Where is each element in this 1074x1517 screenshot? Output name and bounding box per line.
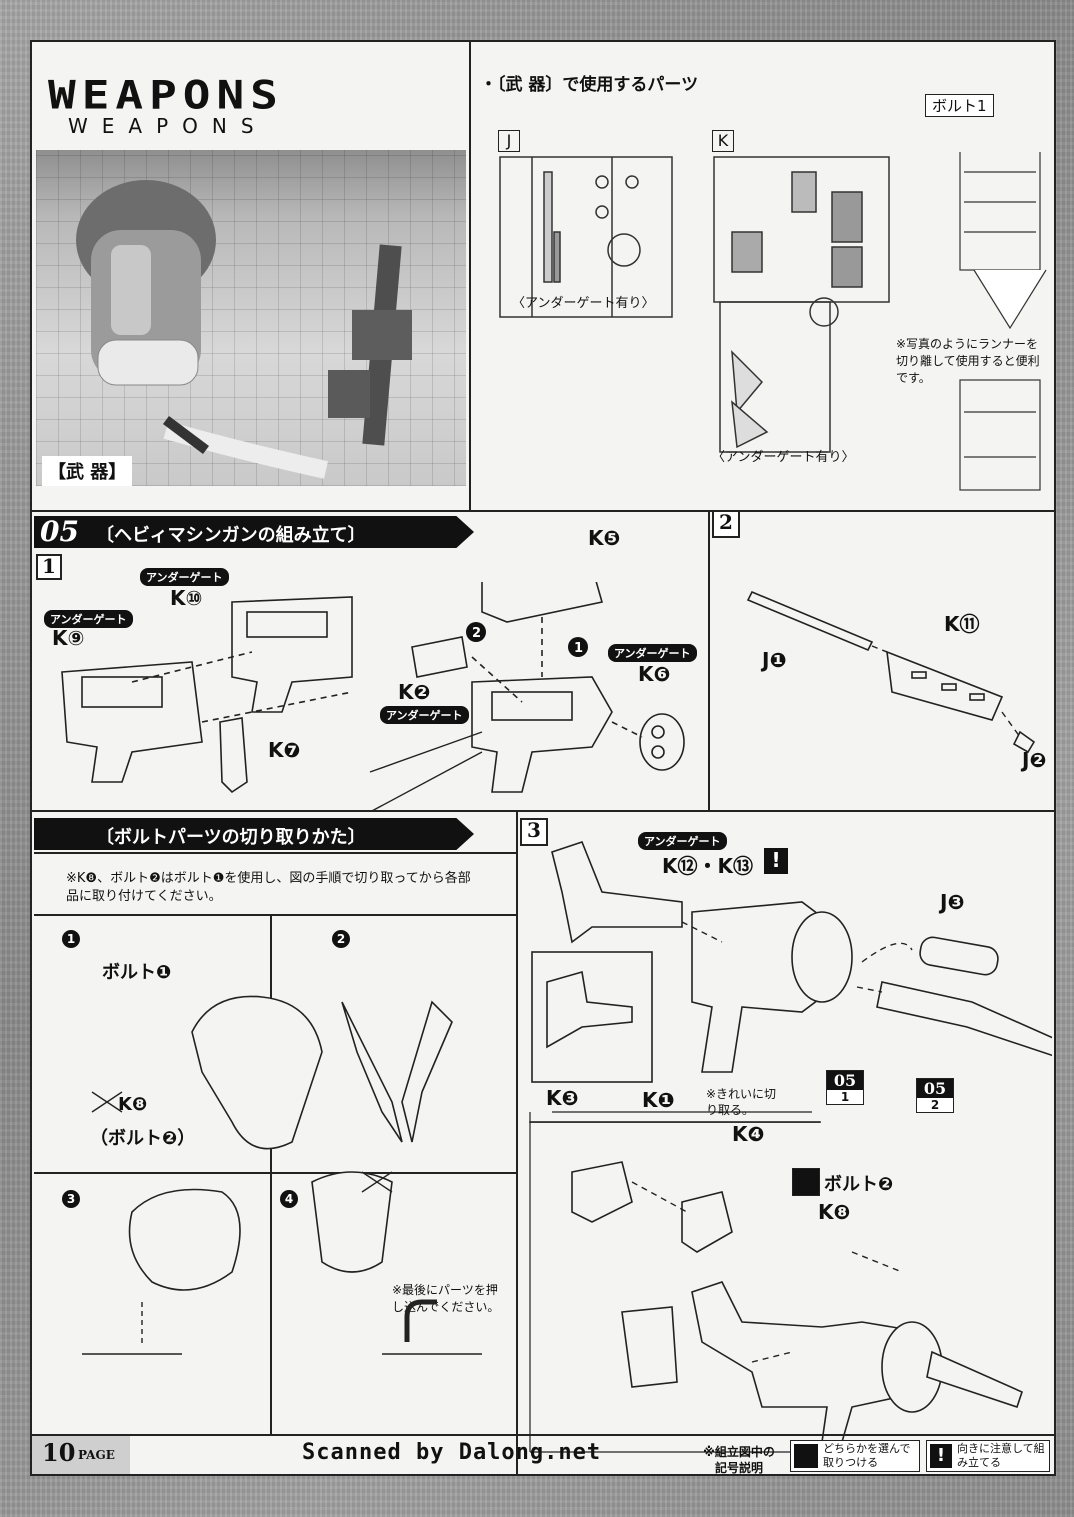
runner-k-frame xyxy=(713,156,890,453)
bolt-step-2: 2 xyxy=(332,929,350,948)
substep2-drawing xyxy=(746,590,1036,754)
weapons-photo: 【武 器】 xyxy=(36,150,466,486)
part-k1: K❶ xyxy=(642,1088,675,1112)
part-k7: K❼ xyxy=(268,738,301,762)
bolt-section-title: 〔ボルトパーツの切り取りかた〕 xyxy=(96,827,366,848)
runner-bolt-label: ボルト1 xyxy=(925,94,994,117)
legend-orientation: ! 向きに注意して組み立てる xyxy=(926,1440,1050,1472)
undergate-badge-k10: アンダーゲート xyxy=(140,568,229,586)
ref-05-1-top: 05 xyxy=(827,1071,863,1090)
step05-title: 〔ヘビィマシンガンの組み立て〕 xyxy=(96,525,366,546)
substep-1: 1 xyxy=(36,554,62,580)
substep-3: 3 xyxy=(520,818,548,846)
legend-choose-icon xyxy=(794,1444,818,1468)
choose-one-icon xyxy=(792,1168,820,1196)
undergate-badge-k2: アンダーゲート xyxy=(380,706,469,724)
legend-title: ※組立図中の記号説明 xyxy=(703,1445,775,1475)
photo-caption: 【武 器】 xyxy=(42,456,133,486)
ref-05-1-bottom: 1 xyxy=(840,1090,850,1104)
undergate-j-note: 〈アンダーゲート有り〉 xyxy=(512,296,655,311)
k8-sub-label: （ボルト❷） xyxy=(90,1128,196,1149)
runner-diagrams xyxy=(499,152,1047,491)
undergate-badge-k6: アンダーゲート xyxy=(608,644,697,662)
logo-subtitle: WEAPONS xyxy=(68,114,268,138)
substep1-drawing: 1 2 xyxy=(61,582,685,812)
instruction-sheet: WEAPONS WEAPONS 【武 器】 ・〔武 器〕で使用するパーツ J K… xyxy=(30,40,1056,1476)
weapons-logo: WEAPONS WEAPONS xyxy=(48,72,284,138)
substep3-drawing xyxy=(529,841,1052,1453)
runner-j-label: J xyxy=(498,130,520,152)
part-k9: K⑨ xyxy=(52,626,85,650)
page-number: 10 xyxy=(42,1438,76,1467)
bolt-step-4: 4 xyxy=(280,1189,298,1208)
part-k6: K❻ xyxy=(638,662,671,686)
substep-2: 2 xyxy=(712,510,740,538)
ref-05-2-top: 05 xyxy=(917,1079,953,1098)
bolt-runner-note: ※写真のようにランナーを切り離して使用すると便利です。 xyxy=(896,337,1040,385)
bolt-step-3: 3 xyxy=(62,1189,80,1208)
part-k12-k13: K⑫・K⑬ xyxy=(662,854,753,878)
part-k5: K❺ xyxy=(588,526,621,550)
bolt-step-1: 1 xyxy=(62,929,80,948)
parts-title: ・〔武 器〕で使用するパーツ xyxy=(480,75,699,95)
step05-number: 05 xyxy=(40,515,79,548)
bolt-runner-frame xyxy=(959,152,1047,491)
logo-text: WEAPONS xyxy=(48,72,284,118)
assembly-arrow-2: 2 xyxy=(472,626,481,641)
undergate-badge-k9: アンダーゲート xyxy=(44,610,133,628)
ref-05-1: 05 1 xyxy=(826,1070,864,1105)
bolt1-label: ボルト❶ xyxy=(102,962,172,983)
legend-choose-text: どちらかを選んで取りつける xyxy=(823,1442,911,1469)
legend-choose-one: どちらかを選んで取りつける xyxy=(790,1440,920,1472)
photo-objects-illustration xyxy=(76,180,412,479)
part-k4: K❹ xyxy=(732,1122,765,1146)
part-j3: J❸ xyxy=(940,890,965,914)
orientation-warning-icon: ! xyxy=(764,848,788,874)
part-j2: J❷ xyxy=(1022,748,1047,772)
k8-label: K❽ xyxy=(118,1094,148,1115)
part-k2: K❷ xyxy=(398,680,431,704)
part-k11: K⑪ xyxy=(944,612,980,636)
assembly-arrow-1: 1 xyxy=(574,641,583,656)
scanned-credit: Scanned by Dalong.net xyxy=(302,1440,602,1465)
bolt-cut-illustrations xyxy=(82,995,482,1355)
page-number-box: 10 PAGE xyxy=(32,1436,130,1474)
runner-j-frame xyxy=(499,156,673,318)
undergate-k-note: 〈アンダーゲート有り〉 xyxy=(712,450,855,465)
bolt-section-panel xyxy=(34,852,516,1476)
legend-orientation-text: 向きに注意して組み立てる xyxy=(957,1442,1045,1469)
ref-05-2: 05 2 xyxy=(916,1078,954,1113)
undergate-badge-k12: アンダーゲート xyxy=(638,832,727,850)
legend-warning-icon: ! xyxy=(930,1444,952,1468)
part-k8: K❽ xyxy=(818,1200,851,1224)
part-j1: J❶ xyxy=(762,648,787,672)
part-k3: K❸ xyxy=(546,1086,579,1110)
part-bolt2: ボルト❷ xyxy=(824,1174,894,1195)
part-k10: K⑩ xyxy=(170,586,203,610)
step05-banner: 05 〔ヘビィマシンガンの組み立て〕 xyxy=(34,516,474,548)
page-word: PAGE xyxy=(78,1448,115,1462)
ref-05-2-bottom: 2 xyxy=(930,1098,940,1112)
bolt-intro-note: ※K❽、ボルト❷はボルト❶を使用し、図の手順で切り取ってから各部品に取り付けてく… xyxy=(66,871,471,904)
bolt-section-banner: 〔ボルトパーツの切り取りかた〕 xyxy=(34,818,474,850)
runner-k-label: K xyxy=(712,130,734,152)
clean-cut-note: ※きれいに切り取る。 xyxy=(706,1087,777,1117)
